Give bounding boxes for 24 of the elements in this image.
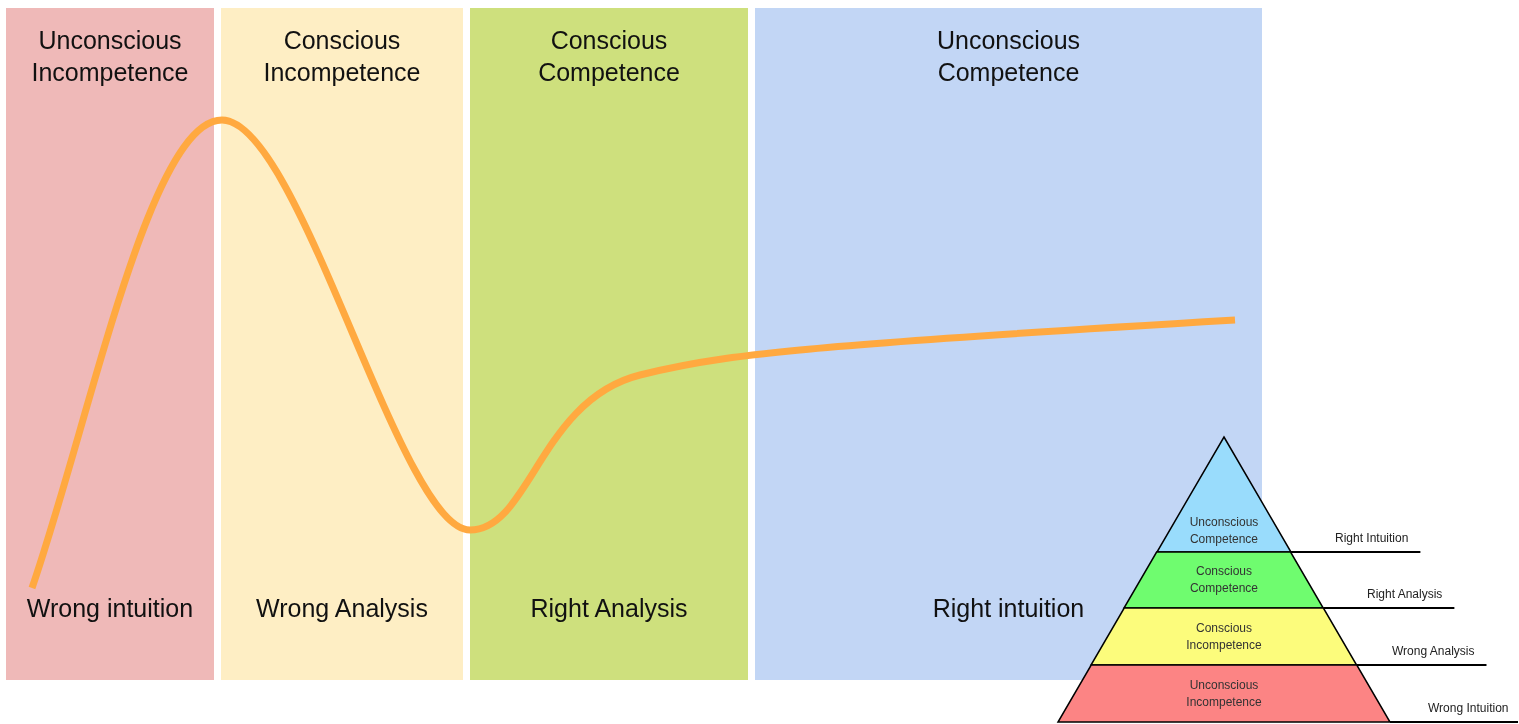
- tier-label: Unconscious Competence: [1188, 514, 1260, 548]
- leader-line: [1389, 721, 1519, 723]
- stage-description: Right intuition: [931, 593, 1086, 624]
- stage-heading: Conscious Incompetence: [262, 25, 422, 88]
- stage-description: Right Analysis: [529, 593, 689, 624]
- stage-heading: Unconscious Competence: [935, 25, 1082, 88]
- stage-band: [755, 8, 1262, 680]
- stage-band: [6, 8, 214, 680]
- level-label: Wrong Intuition: [1428, 701, 1509, 722]
- stage-description: Wrong intuition: [25, 593, 195, 624]
- stage-band: [470, 8, 748, 680]
- leader-line: [1355, 664, 1488, 666]
- level-label: Right Analysis: [1367, 587, 1443, 608]
- level-label: Right Intuition: [1335, 531, 1409, 552]
- stage-heading: Unconscious Incompetence: [30, 25, 190, 88]
- leader-line: [1322, 607, 1456, 609]
- tier-label: Conscious Competence: [1188, 563, 1259, 597]
- tier-label: Unconscious Incompetence: [1185, 676, 1263, 711]
- leader-line: [1290, 551, 1422, 553]
- stage-heading: Conscious Competence: [537, 25, 681, 88]
- stage-band: [221, 8, 463, 680]
- stage-description: Wrong Analysis: [255, 593, 429, 624]
- level-label: Wrong Analysis: [1392, 644, 1475, 665]
- tier-label: Conscious Incompetence: [1185, 619, 1263, 654]
